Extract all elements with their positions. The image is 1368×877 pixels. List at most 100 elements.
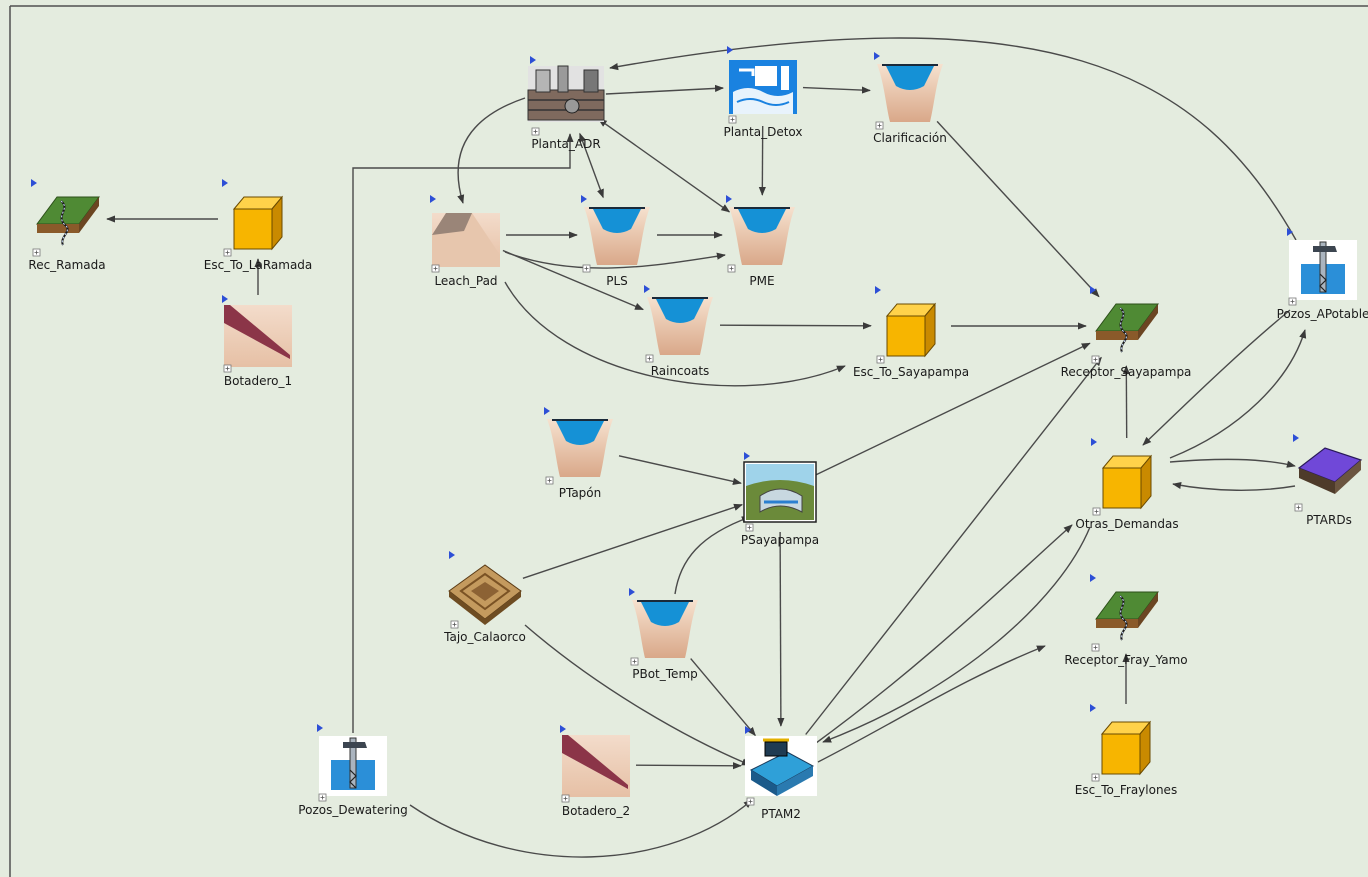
triangle-marker-icon [727, 46, 733, 54]
flow-arrow-pbot_temp-to-psayapampa[interactable] [674, 516, 751, 595]
flow-arrow-otras_demandas-to-pozos_apotable[interactable] [1169, 329, 1307, 459]
expand-square-icon[interactable] [745, 523, 754, 532]
flow-arrow-pozos_dewatering-to-planta_adr[interactable] [352, 133, 574, 733]
node-pozos-dewatering[interactable]: Pozos_Dewatering [298, 724, 408, 817]
expand-square-icon[interactable] [223, 364, 232, 373]
expand-square-icon[interactable] [728, 115, 737, 124]
pond-icon [877, 64, 943, 122]
triangle-marker-icon [1091, 438, 1097, 446]
flow-arrow-ptam2-to-otras_demandas[interactable] [811, 524, 1073, 747]
node-rec-ramada[interactable]: Rec_Ramada [28, 179, 106, 272]
node-pbot-temp[interactable]: PBot_Temp [629, 588, 698, 681]
triangle-marker-icon [875, 286, 881, 294]
flow-arrow-pozos_apotable-to-planta_adr[interactable] [609, 37, 1297, 241]
node-label: Otras_Demandas [1075, 517, 1178, 531]
flow-arrow-botadero_2-to-ptam2[interactable] [635, 762, 742, 770]
triangle-marker-icon [222, 179, 228, 187]
flow-arrow-ptards-to-otras_demandas[interactable] [1172, 481, 1296, 491]
flow-arrow-otras_demandas-to-ptards[interactable] [1169, 458, 1296, 468]
node-label: Receptor_Sayapampa [1061, 365, 1192, 379]
node-leach-pad[interactable]: Leach_Pad [430, 195, 500, 288]
expand-square-icon[interactable] [561, 794, 570, 803]
expand-square-icon[interactable] [223, 248, 232, 257]
flow-arrow-pozos_dewatering-to-ptam2[interactable] [409, 799, 753, 858]
triangle-marker-icon [222, 295, 228, 303]
triangle-marker-icon [560, 725, 566, 733]
expand-square-icon[interactable] [582, 264, 591, 273]
flow-arrow-pme-to-planta_adr[interactable] [597, 118, 731, 213]
expand-square-icon[interactable] [876, 355, 885, 364]
flow-arrow-tajo_calaorco-to-psayapampa[interactable] [522, 503, 743, 579]
flow-arrow-ptam2-to-receptor_fray_yamo[interactable] [817, 645, 1046, 763]
node-pme[interactable]: PME [726, 195, 795, 288]
flow-arrow-ptapon-to-psayapampa[interactable] [618, 455, 742, 485]
node-ptards[interactable]: PTARDs [1293, 434, 1363, 527]
node-pls[interactable]: PLS [581, 195, 650, 288]
node-ptam2[interactable]: PTAM2 [745, 726, 817, 821]
expand-square-icon[interactable] [1294, 503, 1303, 512]
node-pozos-apotable[interactable]: Pozos_APotable [1277, 228, 1368, 321]
triangle-marker-icon [726, 195, 732, 203]
well-icon [1289, 240, 1357, 300]
expand-square-icon[interactable] [727, 264, 736, 273]
expand-square-icon[interactable] [1288, 297, 1297, 306]
node-label: Pozos_APotable [1277, 307, 1368, 321]
flow-arrow-clarificacion-to-receptor_sayapampa[interactable] [936, 120, 1100, 298]
pond-icon [632, 600, 698, 658]
expand-square-icon[interactable] [1092, 507, 1101, 516]
node-label: Esc_To_Sayapampa [853, 365, 969, 379]
flow-arrow-planta_adr-to-leach_pad[interactable] [457, 97, 526, 204]
node-ptapon[interactable]: PTapón [544, 407, 613, 500]
node-tajo-calaorco[interactable]: Tajo_Calaorco [443, 551, 526, 644]
flow-arrow-planta_adr-to-planta_detox[interactable] [605, 84, 724, 95]
flow-arrow-raincoats-to-esc_sayapampa[interactable] [719, 322, 872, 330]
node-esc-fraylones[interactable]: Esc_To_Fraylones [1075, 704, 1177, 797]
triangle-marker-icon [581, 195, 587, 203]
flow-arrow-leach_pad-to-esc_sayapampa[interactable] [504, 281, 846, 387]
expand-square-icon[interactable] [1091, 643, 1100, 652]
node-receptor-fray-yamo[interactable]: Receptor_Fray_Yamo [1064, 574, 1188, 667]
node-raincoats[interactable]: Raincoats [644, 285, 713, 378]
expand-square-icon[interactable] [32, 248, 41, 257]
expand-square-icon[interactable] [318, 793, 327, 802]
expand-square-icon[interactable] [450, 620, 459, 629]
pond-icon [547, 419, 613, 477]
flow-arrow-psayapampa-to-ptam2[interactable] [777, 531, 785, 727]
expand-square-icon[interactable] [1091, 773, 1100, 782]
flow-arrow-leach_pad-to-raincoats[interactable] [502, 249, 644, 311]
node-planta-detox[interactable]: Planta_Detox [724, 46, 803, 139]
flow-arrow-psayapampa-to-receptor_sayapampa[interactable] [815, 342, 1091, 476]
expand-square-icon[interactable] [746, 797, 755, 806]
flow-arrow-otras_demandas-to-ptam2[interactable] [822, 526, 1091, 743]
flow-arrow-pbot_temp-to-ptam2[interactable] [690, 658, 756, 737]
expand-square-icon[interactable] [531, 127, 540, 136]
node-esc-laramada[interactable]: Esc_To_LaRamada [204, 179, 313, 272]
expand-square-icon[interactable] [875, 121, 884, 130]
node-otras-demandas[interactable]: Otras_Demandas [1075, 438, 1179, 531]
expand-square-icon[interactable] [545, 476, 554, 485]
triangle-marker-icon [745, 726, 751, 734]
triangle-marker-icon [544, 407, 550, 415]
flow-arrow-leach_pad-to-pme[interactable] [504, 251, 726, 269]
flow-arrow-planta_detox-to-clarificacion[interactable] [802, 86, 871, 94]
expand-square-icon[interactable] [630, 657, 639, 666]
well-icon [319, 736, 387, 796]
triangle-marker-icon [1090, 704, 1096, 712]
node-planta-adr[interactable]: Planta_ADR [527, 56, 605, 151]
expand-square-icon[interactable] [645, 354, 654, 363]
node-clarificacion[interactable]: Clarificación [873, 52, 947, 145]
node-psayapampa[interactable]: PSayapampa [741, 452, 819, 547]
node-label: Clarificación [873, 131, 947, 145]
flow-arrow-ptam2-to-receptor_sayapampa[interactable] [805, 356, 1102, 735]
node-botadero-1[interactable]: Botadero_1 [222, 295, 292, 388]
flow-arrow-tajo_calaorco-to-ptam2[interactable] [524, 624, 751, 766]
node-receptor-sayapampa[interactable]: Receptor_Sayapampa [1061, 286, 1192, 379]
node-esc-sayapampa[interactable]: Esc_To_Sayapampa [853, 286, 969, 379]
slope-icon [224, 305, 292, 367]
node-botadero-2[interactable]: Botadero_2 [560, 725, 630, 818]
expand-square-icon[interactable] [431, 264, 440, 273]
flow-arrow-pozos_apotable-to-otras_demandas[interactable] [1142, 309, 1291, 446]
slope-icon [562, 735, 630, 797]
node-label: Rec_Ramada [28, 258, 105, 272]
expand-square-icon[interactable] [1091, 355, 1100, 364]
